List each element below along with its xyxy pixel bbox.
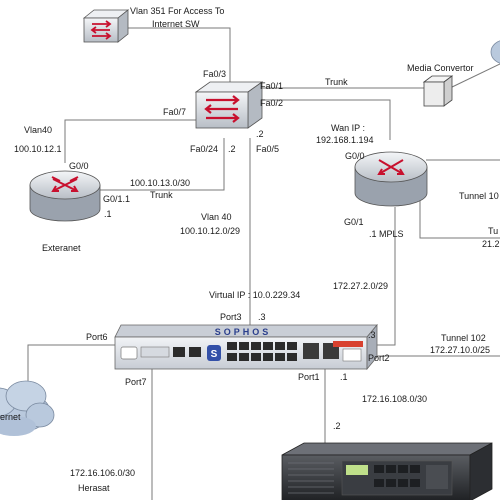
vlan351-label-line2: Internet SW bbox=[152, 19, 200, 29]
svg-text:S: S bbox=[211, 349, 218, 360]
router-icon bbox=[354, 151, 428, 207]
iface-label-g00-right: G0/0 bbox=[345, 151, 365, 161]
subnet-label-100-10-13: 100.10.13.0/30 bbox=[130, 178, 190, 188]
port-label-fa03: Fa0/3 bbox=[203, 69, 226, 79]
tu-label: Tu bbox=[488, 226, 498, 236]
port7-label: Port7 bbox=[125, 377, 147, 387]
switch-icon bbox=[82, 9, 130, 43]
router-icon bbox=[29, 170, 101, 222]
wan-ip-value: 192.168.1.194 bbox=[316, 135, 374, 145]
link-sw-internet bbox=[125, 27, 231, 88]
wan-ip-label: Wan IP : bbox=[331, 123, 365, 133]
port-label-fa024: Fa0/24 bbox=[190, 144, 218, 154]
trunk-label-left: Trunk bbox=[150, 190, 173, 200]
port-label-fa01: Fa0/1 bbox=[260, 81, 283, 91]
link-tu bbox=[419, 200, 500, 239]
host-dot-1-port1: .1 bbox=[340, 372, 348, 382]
ip-label-100-10-12-1: 100.10.12.1 bbox=[14, 144, 62, 154]
server-icon bbox=[281, 442, 493, 500]
trunk-label-top: Trunk bbox=[325, 77, 348, 87]
herasat-label: Herasat bbox=[78, 483, 110, 493]
tu-ip-label: 21.2 bbox=[482, 239, 500, 249]
host-dot-1-externet: .1 bbox=[104, 209, 112, 219]
tunnel10-label: Tunnel 10 bbox=[459, 191, 499, 201]
links bbox=[27, 27, 500, 500]
internet-label: ernet bbox=[0, 412, 21, 422]
host-dot-3b: .3 bbox=[368, 330, 376, 340]
subnet-label-100-10-12: 100.10.12.0/29 bbox=[180, 226, 240, 236]
labels: Vlan 351 For Access To Internet SW Fa0/3… bbox=[0, 6, 500, 493]
switch-icon bbox=[194, 81, 264, 129]
port2-label: Port2 bbox=[368, 353, 390, 363]
mpls-label: .1 MPLS bbox=[369, 229, 404, 239]
iface-label-g01: G0/1 bbox=[344, 217, 364, 227]
link-fa07 bbox=[64, 119, 200, 163]
media-convertor-icon bbox=[422, 75, 454, 107]
iface-label-g00-left: G0/0 bbox=[69, 161, 89, 171]
subnet-label-172-16-106: 172.16.106.0/30 bbox=[70, 468, 135, 478]
tunnel102-label: Tunnel 102 bbox=[441, 333, 486, 343]
link-port6 bbox=[27, 344, 118, 385]
cloud-icon bbox=[490, 40, 500, 64]
host-dot-3a: .3 bbox=[258, 312, 266, 322]
subnet-label-172-27-10: 172.27.10.0/25 bbox=[430, 345, 490, 355]
vlan40-label-mid: Vlan 40 bbox=[201, 212, 232, 222]
link-wan bbox=[262, 99, 391, 140]
port-label-fa02: Fa0/2 bbox=[260, 98, 283, 108]
port6-label: Port6 bbox=[86, 332, 108, 342]
port1-label: Port1 bbox=[298, 372, 320, 382]
port-label-fa07: Fa0/7 bbox=[163, 107, 186, 117]
media-convertor-label: Media Convertor bbox=[407, 63, 474, 73]
host-dot-2b: .2 bbox=[228, 144, 236, 154]
link-media-cloud bbox=[449, 63, 500, 89]
subnet-label-172-27-2: 172.27.2.0/29 bbox=[333, 281, 388, 291]
host-dot-2-server: .2 bbox=[333, 421, 341, 431]
externet-label: Exteranet bbox=[42, 243, 81, 253]
sophos-brand: SOPHOS bbox=[215, 327, 272, 337]
firewall-icon: SOPHOS S bbox=[114, 323, 378, 371]
port-label-fa05: Fa0/5 bbox=[256, 144, 279, 154]
vlan351-label: Vlan 351 For Access To bbox=[130, 6, 224, 16]
cloud-icon bbox=[0, 380, 55, 436]
link-mpls bbox=[358, 207, 396, 346]
subnet-label-172-16-108: 172.16.108.0/30 bbox=[362, 394, 427, 404]
virtual-ip-label: Virtual IP : 10.0.229.34 bbox=[209, 290, 300, 300]
host-dot-2a: .2 bbox=[256, 129, 264, 139]
iface-label-g011: G0/1.1 bbox=[103, 194, 130, 204]
vlan40-label-left: Vlan40 bbox=[24, 125, 52, 135]
port3-label: Port3 bbox=[220, 312, 242, 322]
link-fa024 bbox=[98, 138, 225, 191]
